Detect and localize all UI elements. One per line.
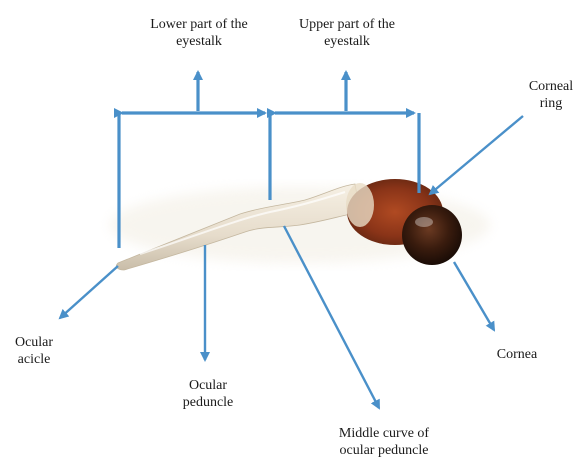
label-corneal-ring: Corneal ring [520, 78, 582, 112]
label-upper-eyestalk: Upper part of the eyestalk [281, 16, 413, 50]
label-line: ring [520, 95, 582, 112]
ring-pale-edge [346, 183, 374, 227]
cornea-gloss [415, 217, 433, 227]
label-line: Upper part of the [281, 16, 413, 33]
cornea-tissue [402, 205, 462, 265]
label-line: acicle [2, 351, 66, 368]
arrow-cornea [454, 262, 494, 330]
label-ocular-acicle: Ocular acicle [2, 334, 66, 368]
label-line: Lower part of the [133, 16, 265, 33]
label-line: Corneal [520, 78, 582, 95]
label-line: ocular peduncle [318, 442, 450, 459]
label-line: Ocular [170, 377, 246, 394]
label-line: peduncle [170, 394, 246, 411]
label-ocular-peduncle: Ocular peduncle [170, 377, 246, 411]
label-line: Middle curve of [318, 425, 450, 442]
label-lower-eyestalk: Lower part of the eyestalk [133, 16, 265, 50]
arrow-ocular-acicle [60, 266, 118, 318]
label-cornea: Cornea [482, 346, 552, 363]
label-line: Ocular [2, 334, 66, 351]
label-line: eyestalk [133, 33, 265, 50]
label-middle-curve: Middle curve of ocular peduncle [318, 425, 450, 459]
label-line: eyestalk [281, 33, 413, 50]
arrow-corneal-ring [430, 116, 523, 194]
label-line: Cornea [482, 346, 552, 363]
